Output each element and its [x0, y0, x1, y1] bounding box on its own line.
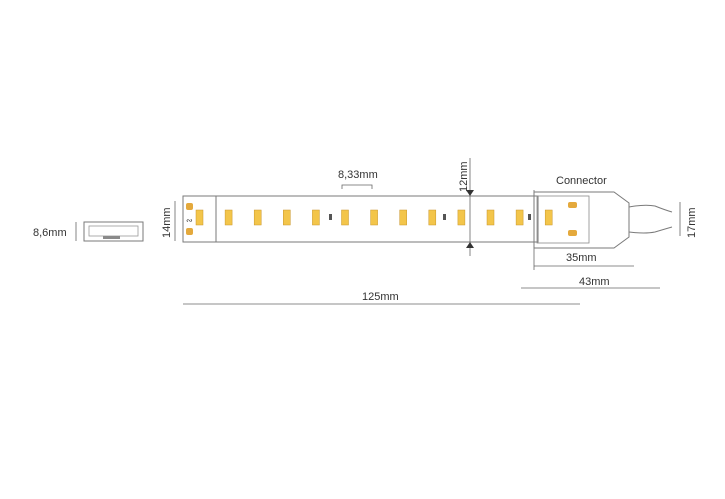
led-chip — [486, 209, 495, 226]
strip-outline — [182, 195, 539, 243]
profile-outline — [83, 221, 144, 242]
profile-cross-section: 8,6mm — [33, 221, 144, 242]
connector-inner-housing — [536, 195, 590, 244]
led-pitch-label: 8,33mm — [338, 169, 378, 181]
led-chip — [195, 209, 204, 226]
led-chip — [283, 209, 291, 226]
led-chip — [515, 209, 524, 226]
connector-width-label: 17mm — [686, 207, 698, 238]
resistor — [528, 214, 531, 220]
resistors-group — [329, 214, 531, 220]
strip-length-dimension: 125mm — [183, 291, 580, 305]
connector-pad-bottom — [568, 230, 577, 236]
connector: Connector — [533, 175, 673, 270]
connector-cable-upper — [628, 204, 673, 213]
led-chip — [253, 209, 262, 226]
led-pitch-bracket — [341, 184, 373, 189]
led-chips-group — [195, 209, 553, 226]
resistor — [329, 214, 332, 220]
cut-section-dimension: 12mm — [458, 158, 474, 256]
connector-body — [533, 191, 630, 249]
resistor — [443, 214, 446, 220]
profile-height-label: 8,6mm — [33, 227, 67, 239]
end-cap-wire-icon: ∾ — [186, 216, 193, 225]
connector-length-b-label: 43mm — [579, 276, 610, 288]
led-chip — [224, 209, 233, 226]
strip-width-dimension: 14mm — [161, 201, 176, 241]
strip-length-label: 125mm — [362, 291, 399, 303]
led-strip: ∾ — [182, 195, 553, 243]
cut-section-arrow-top — [466, 190, 474, 196]
connector-title: Connector — [556, 175, 607, 187]
strip-width-label: 14mm — [161, 207, 173, 238]
connector-length-a-label: 35mm — [566, 252, 597, 264]
led-chip — [544, 209, 553, 226]
end-cap-pad-top — [186, 203, 193, 210]
connector-pad-top — [568, 202, 577, 208]
connector-width-dimension: 17mm — [679, 202, 698, 238]
led-chip — [428, 209, 437, 226]
profile-inner-channel — [88, 225, 139, 237]
profile-led-chip — [103, 236, 120, 239]
led-chip — [399, 209, 407, 226]
led-pitch-dimension: 8,33mm — [338, 169, 378, 189]
strip-end-cap — [182, 195, 217, 243]
cut-section-label: 12mm — [458, 161, 470, 192]
led-chip — [457, 209, 466, 226]
led-chip — [370, 209, 378, 226]
led-chip — [341, 209, 349, 226]
connector-cable-lower — [628, 226, 673, 234]
led-chip — [312, 209, 320, 226]
cut-section-arrow-bottom — [466, 242, 474, 248]
connector-length-dimensions: 35mm 43mm — [521, 252, 660, 289]
end-cap-pad-bottom — [186, 228, 193, 235]
